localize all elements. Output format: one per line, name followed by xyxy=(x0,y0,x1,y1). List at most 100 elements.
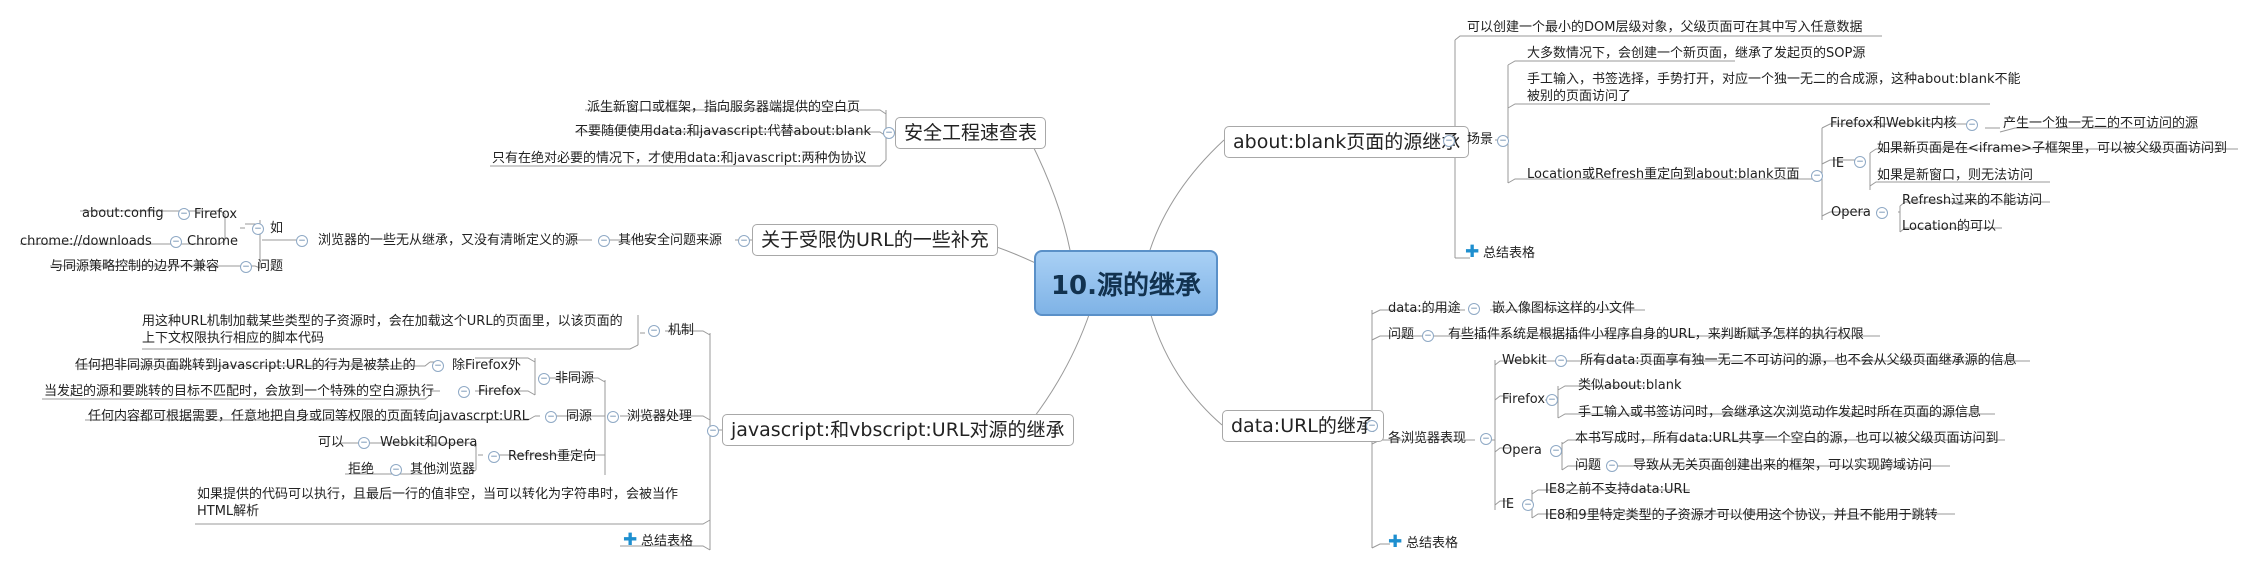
nonsame-rule: 任何把非同源页面跳转到javascript:URL的行为是被禁止的 xyxy=(75,358,416,373)
data-url-summary[interactable]: 总结表格 xyxy=(1406,536,1459,551)
opera-problem-value: 导致从无关页面创建出来的框架，可以实现跨域访问 xyxy=(1633,458,1933,473)
collapse-icon[interactable]: − xyxy=(1443,135,1455,147)
plus-icon[interactable]: ✚ xyxy=(623,530,638,550)
scene-redirect: Location或Refresh重定向到about:blank页面 xyxy=(1527,167,1800,182)
webkit-value: 所有data:页面享有独一无二不可访问的源，也不会从父级页面继承源的信息 xyxy=(1580,353,2017,368)
collapse-icon[interactable]: − xyxy=(296,235,308,247)
opera-location: Location的可以 xyxy=(1902,219,1996,234)
ff-rule: 当发起的源和要跳转的目标不匹配时，会放到一个特殊的空白源执行 xyxy=(44,384,435,399)
can-label: 可以 xyxy=(318,435,345,450)
collapse-icon[interactable]: − xyxy=(607,411,619,423)
problem-label: 问题 xyxy=(257,259,284,274)
ie-label: IE xyxy=(1502,497,1515,512)
javascript-summary[interactable]: 总结表格 xyxy=(641,534,694,549)
firefox-label: Firefox xyxy=(1502,392,1546,407)
collapse-icon[interactable]: − xyxy=(1546,394,1558,406)
collapse-icon[interactable]: − xyxy=(738,235,750,247)
collapse-icon[interactable]: − xyxy=(598,235,610,247)
collapse-icon[interactable]: − xyxy=(488,451,500,463)
collapse-icon[interactable]: − xyxy=(707,425,719,437)
data-use-value: 嵌入像图标这样的小文件 xyxy=(1492,301,1636,316)
central-topic[interactable]: 10.源的继承 xyxy=(1034,250,1218,316)
ie-window: 如果是新窗口，则无法访问 xyxy=(1877,168,2034,183)
topic-about-blank[interactable]: about:blank页面的源继承 xyxy=(1224,126,1470,158)
collapse-icon[interactable]: − xyxy=(1555,355,1567,367)
collapse-icon[interactable]: − xyxy=(1522,499,1534,511)
opera-label: Opera xyxy=(1502,443,1542,458)
html-note: 如果提供的代码可以执行，且最后一行的值非空，当可以转化为字符串时，会被当作HTM… xyxy=(197,487,679,519)
collapse-icon[interactable]: − xyxy=(432,360,444,372)
same-rule: 任何内容都可根据需要，任意地把自身或同等权限的页面转向javascrpt:URL xyxy=(88,409,530,424)
scene-label: 场景 xyxy=(1467,132,1494,147)
browsers-origin: 浏览器的一些无从继承，又没有清晰定义的源 xyxy=(318,233,579,248)
collapse-icon[interactable]: − xyxy=(1876,207,1888,219)
ie-label: IE xyxy=(1832,156,1845,171)
webkit-opera: Webkit和Opera xyxy=(380,435,478,450)
scene-most: 大多数情况下，会创建一个新页面，继承了发起页的SOP源 xyxy=(1527,46,1866,61)
collapse-icon[interactable]: − xyxy=(648,325,660,337)
firefox-label: Firefox xyxy=(478,384,522,399)
plus-icon[interactable]: ✚ xyxy=(1465,242,1480,262)
security-item-1: 派生新窗口或框架，指向服务器端提供的空白页 xyxy=(587,100,861,115)
chrome-downloads: chrome://downloads xyxy=(20,234,152,249)
plus-icon[interactable]: ✚ xyxy=(1388,532,1403,552)
collapse-icon[interactable]: − xyxy=(178,208,190,220)
collapse-icon[interactable]: − xyxy=(252,223,264,235)
collapse-icon[interactable]: − xyxy=(1811,170,1823,182)
topic-javascript-url[interactable]: javascript:和vbscript:URL对源的继承 xyxy=(722,414,1074,446)
collapse-icon[interactable]: − xyxy=(1497,135,1509,147)
chrome-label: Chrome xyxy=(187,234,238,249)
scene-manual: 手工输入，书签选择，手势打开，对应一个独一无二的合成源，这种about:blan… xyxy=(1527,72,2021,104)
security-item-2: 不要随便使用data:和javascript:代替about:blank xyxy=(575,124,871,139)
collapse-icon[interactable]: − xyxy=(170,236,182,248)
data-problem-label: 问题 xyxy=(1388,327,1415,342)
ie8-note: IE8之前不支持data:URL xyxy=(1545,482,1690,497)
except-firefox: 除Firefox外 xyxy=(452,358,522,373)
collapse-icon[interactable]: − xyxy=(1468,303,1480,315)
ie-iframe: 如果新页面是在<iframe>子框架里，可以被父级页面访问到 xyxy=(1877,141,2227,156)
other-browsers: 其他浏览器 xyxy=(410,462,476,477)
opera-refresh: Refresh过来的不能访问 xyxy=(1902,193,2043,208)
topic-data-url[interactable]: data:URL的继承 xyxy=(1222,410,1384,442)
ie89-note: IE8和9里特定类型的子资源才可以使用这个协议，并且不能用于跳转 xyxy=(1545,508,1938,523)
webkit-label: Webkit xyxy=(1502,353,1547,368)
collapse-icon[interactable]: − xyxy=(1422,330,1434,342)
mech-label: 机制 xyxy=(668,323,695,338)
data-problem-value: 有些插件系统是根据插件小程序自身的URL，来判断赋予怎样的执行权限 xyxy=(1448,327,1864,342)
other-sources: 其他安全问题来源 xyxy=(618,233,723,248)
collapse-icon[interactable]: − xyxy=(1550,445,1562,457)
browsers-label: 各浏览器表现 xyxy=(1388,431,1467,446)
collapse-icon[interactable]: − xyxy=(390,464,402,476)
security-item-3: 只有在绝对必要的情况下，才使用data:和javascript:两种伪协议 xyxy=(492,151,867,166)
same-label: 同源 xyxy=(566,409,593,424)
ff-webkit-result: 产生一个独一无二的不可访问的源 xyxy=(2003,116,2199,131)
nonsame-label: 非同源 xyxy=(555,371,595,386)
collapse-icon[interactable]: − xyxy=(1854,156,1866,168)
collapse-icon[interactable]: − xyxy=(538,373,550,385)
opera-value: 本书写成时，所有data:URL共享一个空白的源，也可以被父级页面访问到 xyxy=(1575,431,1999,446)
collapse-icon[interactable]: − xyxy=(358,437,370,449)
collapse-icon[interactable]: − xyxy=(458,386,470,398)
data-use-label: data:的用途 xyxy=(1388,301,1461,316)
about-blank-summary[interactable]: 总结表格 xyxy=(1483,246,1536,261)
collapse-icon[interactable]: − xyxy=(545,411,557,423)
collapse-icon[interactable]: − xyxy=(240,261,252,273)
collapse-icon[interactable]: − xyxy=(1480,433,1492,445)
collapse-icon[interactable]: − xyxy=(1966,119,1978,131)
collapse-icon[interactable]: − xyxy=(1606,460,1618,472)
ff-like: 类似about:blank xyxy=(1578,378,1682,393)
refuse-label: 拒绝 xyxy=(348,462,375,477)
about-config: about:config xyxy=(82,206,164,221)
mech-value: 用这种URL机制加载某些类型的子资源时，会在加载这个URL的页面里，以该页面的上… xyxy=(142,314,623,346)
opera-label: Opera xyxy=(1831,205,1871,220)
about-blank-desc: 可以创建一个最小的DOM层级对象，父级页面可在其中写入任意数据 xyxy=(1467,20,1863,35)
browser-label: 浏览器处理 xyxy=(627,409,693,424)
topic-security[interactable]: 安全工程速查表 xyxy=(895,117,1047,149)
ff-webkit-label: Firefox和Webkit内核 xyxy=(1830,116,1957,131)
topic-pseudo-url[interactable]: 关于受限伪URL的一些补充 xyxy=(752,224,998,256)
collapse-icon[interactable]: − xyxy=(883,127,895,139)
collapse-icon[interactable]: − xyxy=(1366,420,1378,432)
such-as-label: 如 xyxy=(270,221,284,236)
opera-problem-label: 问题 xyxy=(1575,458,1602,473)
problem-value: 与同源策略控制的边界不兼容 xyxy=(50,259,220,274)
